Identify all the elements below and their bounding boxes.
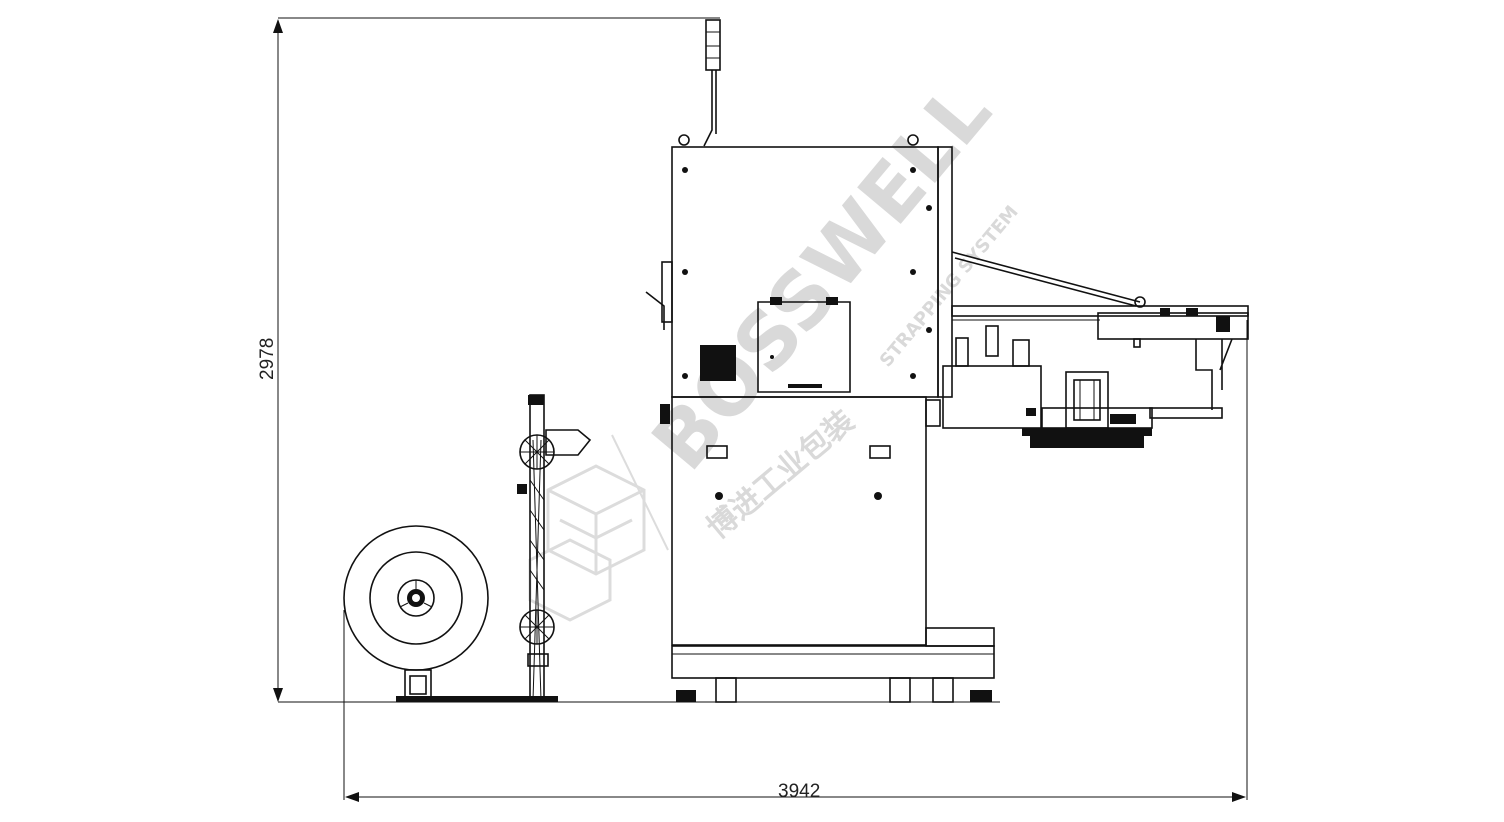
width-dimension: 3942 [343, 320, 1248, 802]
watermark-cube-logo-icon [528, 464, 646, 622]
strap-coil-dispenser [343, 394, 592, 702]
machine-body [645, 19, 995, 703]
machine-bolts [682, 167, 932, 500]
height-dimension-label: 2978 [257, 338, 278, 380]
width-dimension-label: 3942 [778, 781, 820, 802]
watermark: BOSSWELL STRAPPING SYSTEM 博进工业包装 [528, 67, 1023, 622]
strapping-head-assembly [942, 251, 1249, 448]
